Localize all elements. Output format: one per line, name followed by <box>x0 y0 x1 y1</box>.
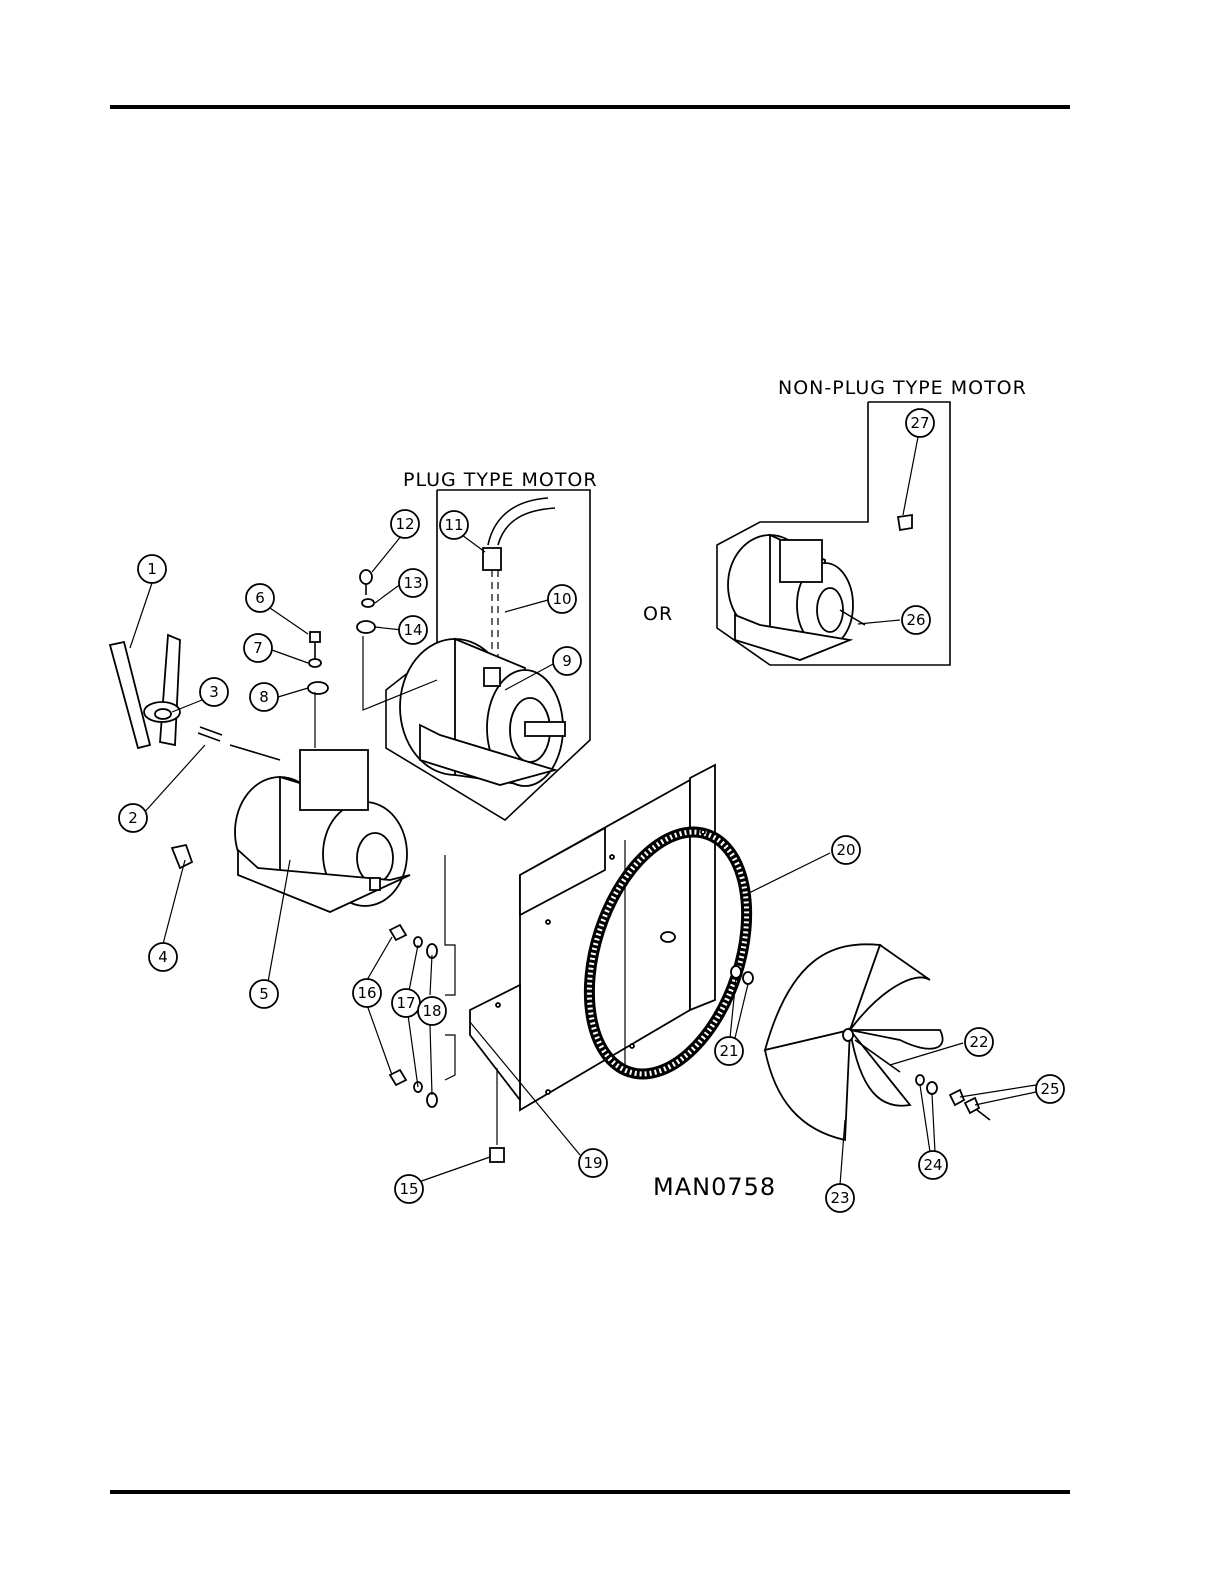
svg-text:2: 2 <box>128 809 138 827</box>
callout-5: 5 <box>250 980 278 1008</box>
callout-22: 22 <box>965 1028 993 1056</box>
svg-text:15: 15 <box>399 1180 418 1198</box>
svg-text:25: 25 <box>1040 1080 1059 1098</box>
callout-10: 10 <box>548 585 576 613</box>
svg-text:21: 21 <box>719 1042 738 1060</box>
svg-text:20: 20 <box>836 841 855 859</box>
svg-text:18: 18 <box>422 1002 441 1020</box>
callout-3: 3 <box>200 678 228 706</box>
blower-wheel-23 <box>765 944 990 1140</box>
callout-23: 23 <box>826 1184 854 1212</box>
callout-15: 15 <box>395 1175 423 1203</box>
callout-24: 24 <box>919 1151 947 1179</box>
svg-text:7: 7 <box>253 639 263 657</box>
callout-19: 19 <box>579 1149 607 1177</box>
callout-26: 26 <box>902 606 930 634</box>
svg-text:13: 13 <box>403 574 422 592</box>
callout-12: 12 <box>391 510 419 538</box>
callout-17: 17 <box>392 989 420 1017</box>
callout-11: 11 <box>440 511 468 539</box>
callout-7: 7 <box>244 634 272 662</box>
svg-text:3: 3 <box>209 683 219 701</box>
svg-text:4: 4 <box>158 948 168 966</box>
svg-text:6: 6 <box>255 589 265 607</box>
svg-text:27: 27 <box>910 414 929 432</box>
svg-text:26: 26 <box>906 611 925 629</box>
svg-text:12: 12 <box>395 515 414 533</box>
callout-25: 25 <box>1036 1075 1064 1103</box>
callout-13: 13 <box>399 569 427 597</box>
main-motor-5 <box>172 745 410 912</box>
svg-text:1: 1 <box>147 560 157 578</box>
svg-text:9: 9 <box>562 652 572 670</box>
callout-20: 20 <box>832 836 860 864</box>
plug-type-motor-label: PLUG TYPE MOTOR <box>403 469 598 491</box>
callout-16: 16 <box>353 979 381 1007</box>
svg-text:8: 8 <box>259 688 269 706</box>
drawing-number: MAN0758 <box>653 1173 776 1201</box>
svg-text:14: 14 <box>403 621 422 639</box>
callout-2: 2 <box>119 804 147 832</box>
svg-text:23: 23 <box>830 1189 849 1207</box>
callout-21: 21 <box>715 1037 743 1065</box>
svg-text:17: 17 <box>396 994 415 1012</box>
svg-text:22: 22 <box>969 1033 988 1051</box>
svg-text:24: 24 <box>923 1156 942 1174</box>
callout-1: 1 <box>138 555 166 583</box>
callout-4: 4 <box>149 943 177 971</box>
callout-8: 8 <box>250 683 278 711</box>
callout-27: 27 <box>906 409 934 437</box>
callout-18: 18 <box>418 997 446 1025</box>
svg-text:5: 5 <box>259 985 269 1003</box>
callout-6: 6 <box>246 584 274 612</box>
housing-19 <box>445 765 775 1162</box>
non-plug-type-motor-inset: NON-PLUG TYPE MOTOR <box>717 377 1027 665</box>
callout-9: 9 <box>553 647 581 675</box>
non-plug-type-motor-label: NON-PLUG TYPE MOTOR <box>778 377 1027 399</box>
svg-text:11: 11 <box>444 516 463 534</box>
callout-14: 14 <box>399 616 427 644</box>
svg-text:19: 19 <box>583 1154 602 1172</box>
or-label: OR <box>643 603 673 625</box>
svg-text:10: 10 <box>552 590 571 608</box>
svg-text:16: 16 <box>357 984 376 1002</box>
